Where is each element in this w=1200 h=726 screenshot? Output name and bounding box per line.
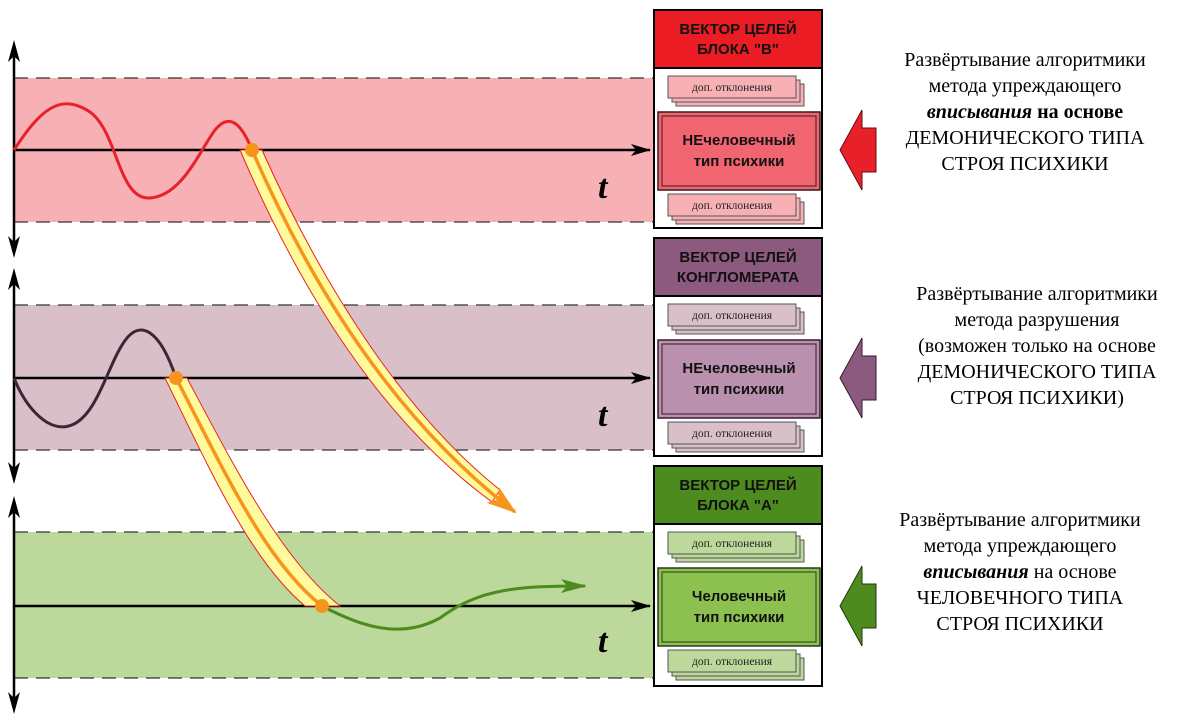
psych-type-a-line2: тип психики — [694, 609, 785, 626]
description-b-line4: ДЕМОНИЧЕСКОГО ТИПА — [906, 127, 1145, 149]
deviation-card-konglomerat-top: доп. отклонения — [667, 303, 805, 335]
vector-panel-konglomerat: ВЕКТОР ЦЕЛЕЙ КОНГЛОМЕРАТА доп. отклонени… — [653, 237, 823, 457]
description-b: Развёртывание алгоритмики метода упрежда… — [904, 49, 1146, 175]
deviation-card-a-top: доп. отклонения — [667, 531, 805, 563]
pointer-arrow-konglomerat — [839, 337, 877, 419]
pointer-arrow-b — [839, 109, 877, 191]
description-b-line5: СТРОЯ ПСИХИКИ — [941, 153, 1108, 175]
wave-a — [321, 579, 587, 631]
description-b-line2: метода упреждающего — [929, 75, 1122, 97]
vector-title-konglomerat-line2: КОНГЛОМЕРАТА — [677, 269, 799, 286]
deviation-label-b-bottom: доп. отклонения — [692, 200, 773, 212]
vector-header-konglomerat — [653, 237, 823, 297]
transition-dot-a — [315, 599, 329, 613]
vector-panel-b: ВЕКТОР ЦЕЛЕЙ БЛОКА "В" доп. отклонения Н… — [653, 9, 823, 229]
flow-line-konglomerat — [174, 377, 324, 608]
band-borders — [14, 77, 654, 679]
psych-type-box-b: НЕчеловечный тип психики — [657, 111, 821, 191]
vector-title-b-line1: ВЕКТОР ЦЕЛЕЙ — [679, 20, 796, 38]
deviation-label-a-top: доп. отклонения — [692, 538, 773, 550]
description-b-line3a: вписывания — [927, 101, 1032, 123]
description-a: Развёртывание алгоритмики метода упрежда… — [899, 509, 1141, 635]
psych-type-konglomerat-line1: НЕчеловечный — [682, 360, 795, 377]
transition-dot-konglomerat — [169, 371, 183, 385]
description-konglomerat: Развёртывание алгоритмики метода разруше… — [916, 283, 1158, 409]
deviation-label-konglomerat-bottom: доп. отклонения — [692, 428, 773, 440]
deviation-card-a-bottom: доп. отклонения — [667, 649, 805, 681]
flow-line-b — [250, 149, 517, 514]
vector-title-konglomerat-line1: ВЕКТОР ЦЕЛЕЙ — [679, 248, 796, 266]
description-b-line1: Развёртывание алгоритмики — [904, 49, 1146, 71]
psych-type-box-a: Человечный тип психики — [657, 567, 821, 647]
deviation-label-b-top: доп. отклонения — [692, 82, 773, 94]
axis-label-t-b: t — [598, 169, 609, 206]
psych-type-konglomerat-line2: тип психики — [694, 381, 785, 398]
vector-title-a-line1: ВЕКТОР ЦЕЛЕЙ — [679, 476, 796, 494]
transition-dot-b — [245, 143, 259, 157]
description-konglomerat-line5: СТРОЯ ПСИХИКИ) — [950, 387, 1124, 409]
description-a-line1: Развёртывание алгоритмики — [899, 509, 1141, 531]
axis-label-t-a: t — [598, 623, 609, 660]
description-a-line3b: на основе — [1029, 561, 1117, 583]
description-a-line5: СТРОЯ ПСИХИКИ — [936, 613, 1103, 635]
pointer-arrow-a — [839, 565, 877, 647]
description-konglomerat-line4: ДЕМОНИЧЕСКОГО ТИПА — [918, 361, 1157, 383]
deviation-card-konglomerat-bottom: доп. отклонения — [667, 421, 805, 453]
deviation-card-b-top: доп. отклонения — [667, 75, 805, 107]
description-konglomerat-line1: Развёртывание алгоритмики — [916, 283, 1158, 305]
vector-header-b — [653, 9, 823, 69]
description-a-line4: ЧЕЛОВЕЧНОГО ТИПА — [917, 587, 1124, 609]
flow-arrow-konglomerat-to-a — [164, 377, 342, 607]
psych-type-b-line2: тип психики — [694, 153, 785, 170]
wave-b — [12, 102, 254, 200]
description-a-line3a: вписывания — [923, 561, 1028, 583]
psych-type-b-line1: НЕчеловечный — [682, 132, 795, 149]
description-konglomerat-line2: метода разрушения — [955, 309, 1120, 331]
description-a-line3: вписывания на основе — [923, 561, 1116, 583]
description-b-line3: вписывания на основе — [927, 101, 1123, 123]
description-konglomerat-line3: (возможен только на основе — [918, 335, 1156, 357]
vector-title-b-line2: БЛОКА "В" — [697, 41, 779, 58]
vector-header-a — [653, 465, 823, 525]
psych-type-box-konglomerat: НЕчеловечный тип психики — [657, 339, 821, 419]
psych-type-a-line1: Человечный — [692, 588, 786, 605]
axis-label-t-konglomerat: t — [598, 397, 609, 434]
description-a-line2: метода упреждающего — [924, 535, 1117, 557]
vector-panel-a: ВЕКТОР ЦЕЛЕЙ БЛОКА "А" доп. отклонения Ч… — [653, 465, 823, 687]
wave-konglomerat — [12, 328, 178, 429]
deviation-label-a-bottom: доп. отклонения — [692, 656, 773, 668]
deviation-label-konglomerat-top: доп. отклонения — [692, 310, 773, 322]
deviation-card-b-bottom: доп. отклонения — [667, 193, 805, 225]
vector-title-a-line2: БЛОКА "А" — [697, 497, 779, 514]
description-b-line3b: на основе — [1032, 101, 1123, 123]
